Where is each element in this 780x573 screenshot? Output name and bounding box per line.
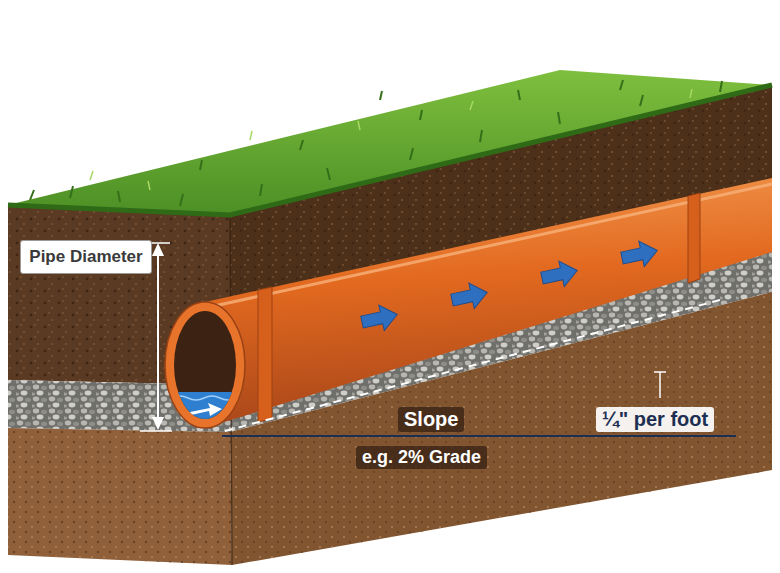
slope-ratio-label: ¼" per foot <box>596 407 714 432</box>
pipe <box>165 178 772 432</box>
soil-block <box>8 70 772 565</box>
grade-label: e.g. 2% Grade <box>356 446 487 469</box>
dimension-label-box: Pipe Diameter <box>20 240 152 274</box>
dimension-marks <box>140 243 736 436</box>
slope-label: Slope <box>398 407 464 432</box>
box-text: Pipe Diameter <box>29 247 143 267</box>
